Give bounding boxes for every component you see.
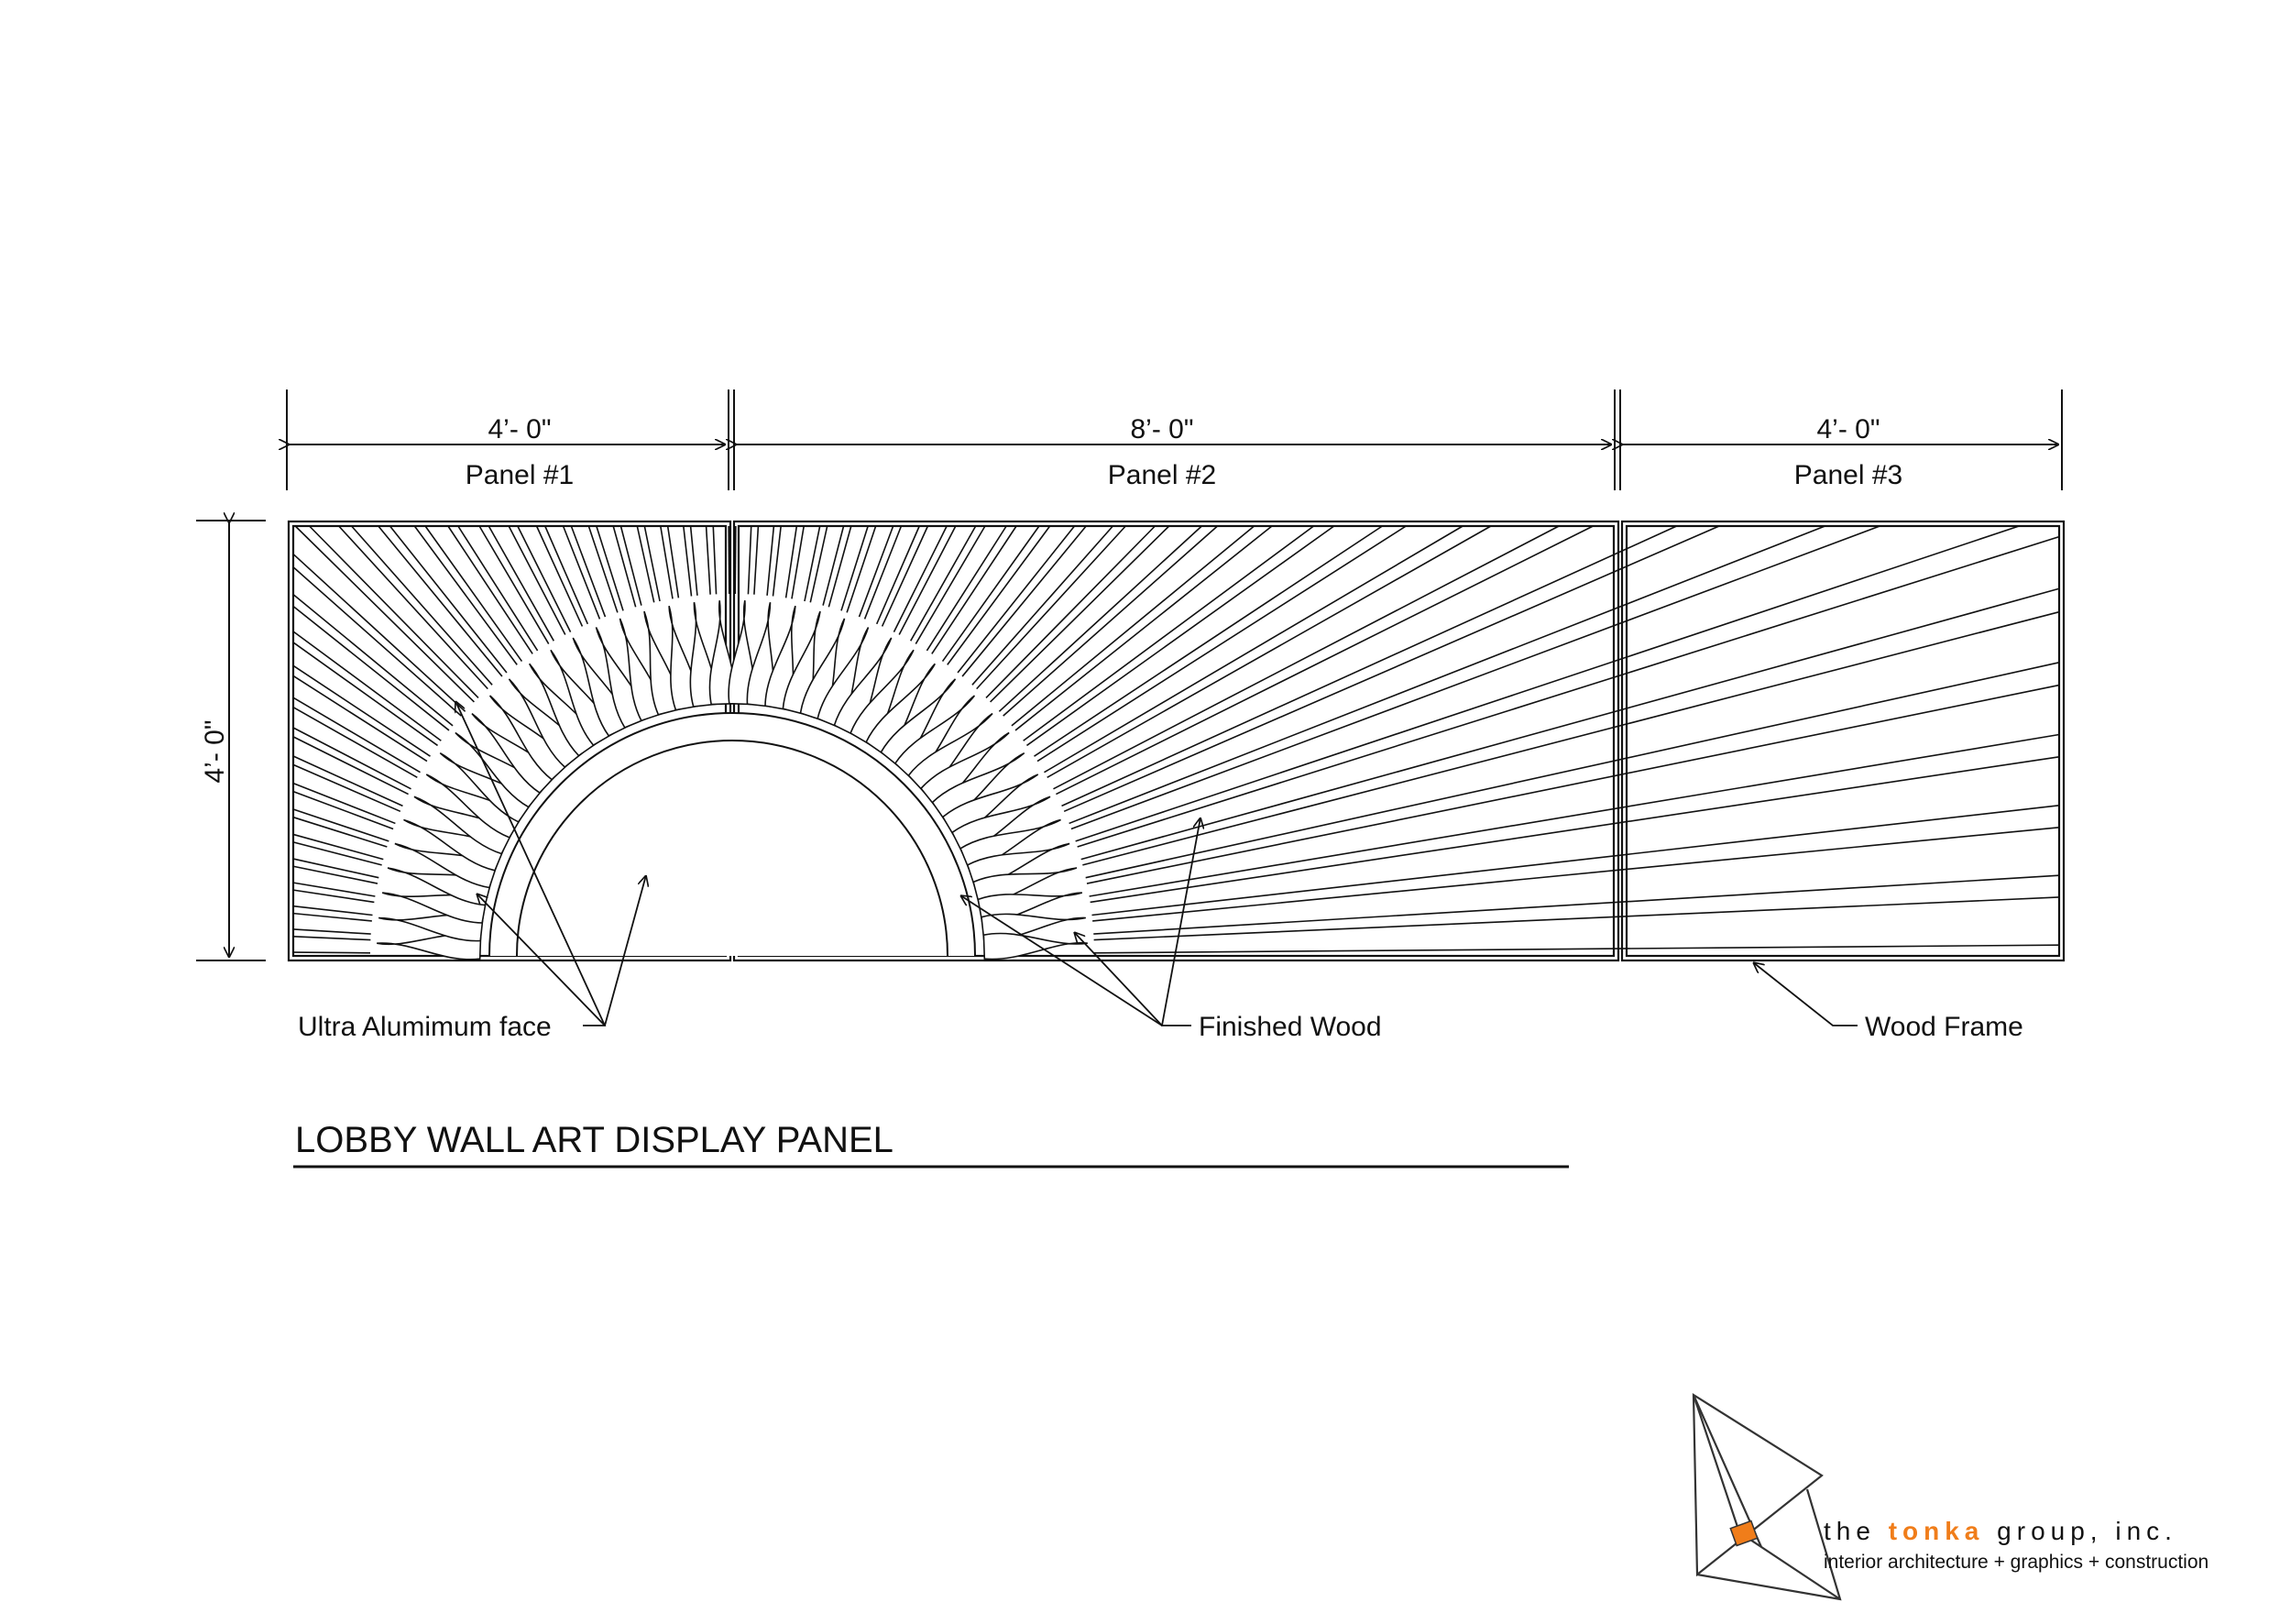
flame-pattern [377,600,1088,960]
sunburst-rays [292,525,2060,954]
panel3-width-dimension: 4’- 0" [1816,414,1880,444]
aluminum-face-callout: Ultra Alumimum face [298,1012,552,1042]
panel3-label: Panel #3 [1794,460,1902,490]
dimension-lines [196,390,2063,961]
sun-half-circle [488,712,976,957]
brand-name: the tonka group, inc. [1824,1517,2177,1545]
leader-lines [455,701,1858,1026]
panel2-label: Panel #2 [1108,460,1216,490]
tonka-logo-mark [1692,1392,1842,1601]
height-dimension: 4’- 0" [200,719,230,783]
panel-3-frame [1620,520,2066,962]
wood-frame-callout: Wood Frame [1865,1012,2023,1042]
drawing-title: LOBBY WALL ART DISPLAY PANEL [295,1120,893,1160]
finished-wood-callout: Finished Wood [1199,1012,1382,1042]
panel1-label: Panel #1 [466,460,574,490]
brand-tagline: interior architecture + graphics + const… [1824,1552,2209,1573]
panel2-width-dimension: 8’- 0" [1130,414,1193,444]
panel1-width-dimension: 4’- 0" [488,414,551,444]
